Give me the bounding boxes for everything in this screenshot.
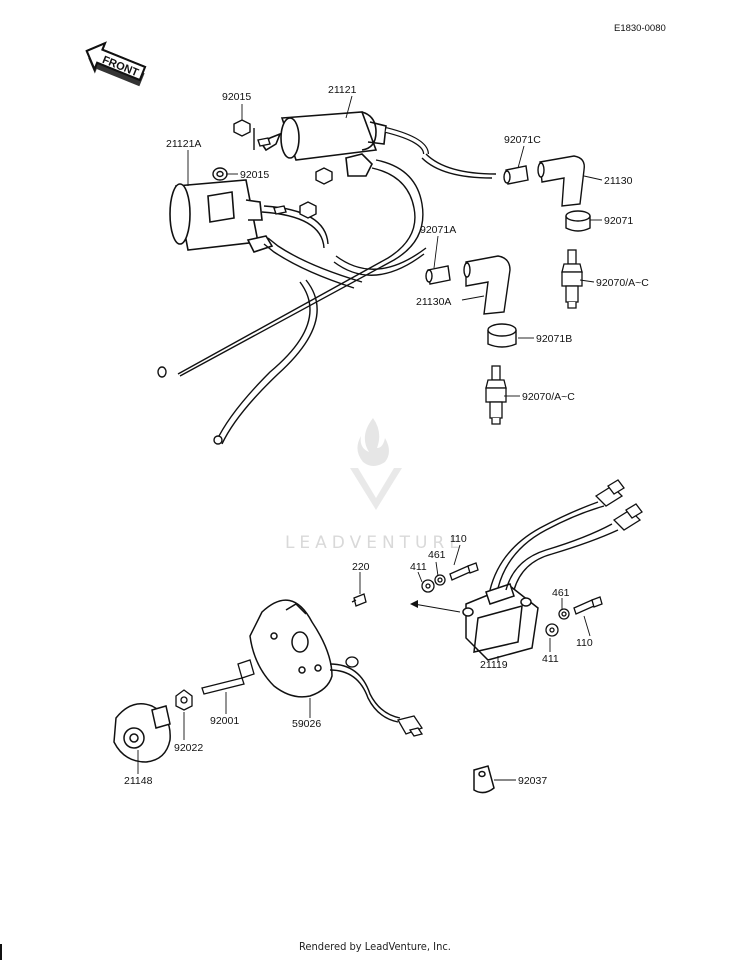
seal-92071B bbox=[487, 323, 517, 348]
plug-cap-21130A bbox=[463, 255, 511, 315]
label-461-right: 461 bbox=[552, 587, 570, 599]
label-411-top: 411 bbox=[410, 561, 427, 573]
label-220: 220 bbox=[352, 561, 370, 573]
label-92022: 92022 bbox=[174, 742, 203, 754]
washer-461-right bbox=[558, 608, 570, 620]
seal-92071 bbox=[565, 210, 591, 232]
edge-mark bbox=[0, 944, 2, 960]
label-92070-center: 92070/A~C bbox=[522, 391, 575, 403]
label-461-top: 461 bbox=[428, 549, 446, 561]
label-21130A: 21130A bbox=[416, 296, 451, 308]
label-21130: 21130 bbox=[604, 175, 633, 187]
label-92071B: 92071B bbox=[536, 333, 572, 345]
label-92070-right: 92070/A~C bbox=[596, 277, 649, 289]
plug-cap-92071A bbox=[425, 265, 451, 285]
watermark-text: LEADVENTURE bbox=[285, 533, 465, 553]
label-92015-mid: 92015 bbox=[240, 169, 269, 181]
coil-wires bbox=[157, 153, 497, 445]
label-92037: 92037 bbox=[518, 775, 547, 787]
bolt-110-right bbox=[573, 596, 603, 615]
bolt-92001 bbox=[201, 659, 255, 695]
regulator-wires bbox=[489, 501, 619, 591]
washer-411-top bbox=[421, 579, 435, 593]
label-21119: 21119 bbox=[480, 659, 508, 671]
label-21121A: 21121A bbox=[166, 138, 201, 150]
front-arrow-icon: FRONT bbox=[85, 41, 147, 87]
plug-cap-21130 bbox=[537, 155, 585, 207]
spark-plug-center bbox=[485, 365, 507, 425]
clamp-92037 bbox=[473, 765, 495, 794]
bolt-110-top bbox=[449, 562, 479, 581]
footer-credit: Rendered by LeadVenture, Inc. bbox=[299, 940, 451, 953]
ignition-coil-lower bbox=[169, 179, 274, 253]
pickup-wire bbox=[329, 663, 401, 723]
watermark-logo bbox=[350, 418, 402, 510]
label-411-right: 411 bbox=[542, 653, 559, 665]
label-21148: 21148 bbox=[124, 775, 153, 787]
connector-icons bbox=[594, 479, 643, 531]
washer-461-top bbox=[434, 574, 446, 586]
label-110-top: 110 bbox=[450, 533, 467, 545]
screw-220 bbox=[351, 593, 367, 607]
label-59026: 59026 bbox=[292, 718, 321, 730]
label-110-right: 110 bbox=[576, 637, 593, 649]
pickup-connector-icon bbox=[345, 656, 424, 737]
nut-92015-mid bbox=[212, 167, 333, 219]
arrow-marker-icon bbox=[410, 600, 418, 608]
ignition-coil-upper bbox=[260, 111, 429, 177]
timing-plate-59026 bbox=[249, 599, 333, 698]
label-92071: 92071 bbox=[604, 215, 633, 227]
washer-411-right bbox=[545, 623, 559, 637]
label-92071C: 92071C bbox=[504, 134, 541, 146]
label-21121: 21121 bbox=[328, 84, 357, 96]
label-92015-top: 92015 bbox=[222, 91, 251, 103]
plug-cap-92071C bbox=[503, 165, 529, 185]
nut-92015-upper bbox=[233, 119, 271, 150]
label-92001: 92001 bbox=[210, 715, 239, 727]
drawing-code: E1830-0080 bbox=[614, 23, 666, 34]
leader-lines bbox=[137, 95, 603, 781]
label-92071A: 92071A bbox=[420, 224, 456, 236]
washer-92022 bbox=[175, 689, 193, 711]
spark-plug-right bbox=[561, 249, 583, 309]
regulator-mount-line bbox=[413, 603, 461, 613]
advancer-21148 bbox=[113, 703, 171, 763]
regulator-21119 bbox=[462, 583, 539, 661]
